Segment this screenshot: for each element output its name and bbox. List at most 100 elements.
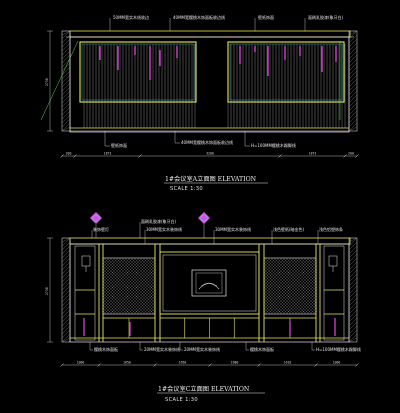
lattice-line (263, 280, 298, 315)
lattice-line (133, 292, 156, 315)
wall-hatch (61, 102, 71, 112)
wall-hatch (348, 110, 358, 120)
wall-hatch (348, 54, 358, 64)
dim-tick (355, 363, 359, 367)
lattice-line (282, 257, 317, 292)
wall-hatch (348, 329, 358, 339)
lattice-line (118, 277, 156, 315)
lattice-line (263, 257, 286, 280)
wall-hatch (348, 309, 358, 319)
dim-label: 1000 (333, 361, 341, 365)
lattice-line (106, 257, 156, 307)
wall-hatch (348, 46, 358, 56)
lattice-line (136, 295, 156, 315)
wall-hatch (348, 34, 358, 44)
wall-hatch (348, 277, 358, 287)
lattice-line (145, 304, 156, 315)
wall-hatch (61, 66, 71, 76)
wall-hatch (348, 333, 358, 343)
wall-hatch (61, 110, 71, 120)
wall-sconce-left (81, 255, 91, 272)
wall-hatch (348, 98, 358, 108)
wall-hatch (348, 285, 358, 295)
wall-hatch (61, 30, 71, 40)
callout-c-top-5: 浅色壁纸(暗金色) (273, 226, 305, 232)
lattice-line (102, 257, 128, 283)
wall-hatch (348, 106, 358, 116)
dim-tick (278, 154, 282, 158)
dim-label: 1873 (309, 152, 317, 156)
lattice-line (263, 259, 317, 313)
wall-hatch (61, 34, 71, 44)
wall-hatch (61, 74, 71, 84)
lattice-line (102, 280, 137, 315)
wall-hatch (348, 237, 358, 243)
wall-hatch (348, 253, 358, 263)
lattice-line (127, 257, 156, 286)
lattice-line (306, 257, 317, 268)
lattice-line (300, 298, 317, 315)
wall-hatch (61, 54, 71, 64)
callout-c-top-2: 面刷乳胶漆(象牙白) (141, 218, 177, 224)
lattice-line (282, 280, 317, 315)
lattice-line (263, 257, 268, 262)
wall-hatch (61, 277, 71, 287)
dim-tick (73, 154, 77, 158)
wall-hatch (348, 241, 358, 251)
lattice-line (121, 257, 156, 292)
lattice-line (115, 274, 156, 315)
wall-hatch (348, 293, 358, 303)
lattice-line (263, 257, 292, 286)
wall-hatch (348, 118, 358, 128)
wall-hatch (61, 293, 71, 303)
wall-hatch (61, 114, 71, 124)
lattice-line (263, 277, 301, 315)
wall-hatch (348, 265, 358, 275)
wall-hatch (61, 281, 71, 291)
lattice-line (288, 286, 317, 315)
wall-hatch (348, 281, 358, 291)
dim-tick (208, 363, 212, 367)
wall-hatch (348, 325, 358, 335)
wall-hatch (61, 46, 71, 56)
lattice-line (112, 257, 156, 301)
wall-hatch (348, 289, 358, 299)
wall-hatch (61, 106, 71, 116)
wall-hatch (61, 253, 71, 263)
lattice-line (300, 257, 317, 274)
callout-a-top-1: 50MM宽实木线收边 (113, 14, 149, 20)
callout-a-bottom-2: 40MM宽樱桃木饰面板收边线 (181, 139, 233, 145)
lattice-line (267, 257, 317, 307)
wall-hatch (61, 58, 71, 68)
dim-tick (153, 363, 157, 367)
lattice-line (121, 280, 156, 315)
dim-label: 1650 (179, 361, 187, 365)
lattice-line (102, 271, 146, 315)
dim-label: 1680 (231, 361, 239, 365)
lattice-line (263, 292, 286, 315)
lattice-line (102, 257, 119, 274)
wall-hatch (61, 122, 71, 132)
lattice-line (288, 257, 317, 286)
lattice-line (263, 286, 292, 315)
lattice-line (294, 257, 317, 280)
lattice-line (263, 274, 304, 315)
wall-hatch (61, 94, 71, 104)
lattice-line (102, 257, 143, 298)
wall-sconce-right (328, 255, 338, 272)
callout-c-top-6: 浅色铝塑饰条 (319, 226, 343, 232)
lattice-line (133, 257, 156, 280)
lattice-line (263, 295, 283, 315)
wall-hatch (61, 82, 71, 92)
wall-hatch (61, 245, 71, 255)
callout-a-bottom-1: 壁纸饰面 (111, 142, 127, 148)
wall-hatch (61, 38, 71, 48)
lattice-line (270, 268, 317, 315)
lattice-line (142, 257, 156, 271)
dim-tick (60, 154, 64, 158)
wall-hatch (348, 70, 358, 80)
title-c: 1#会议室C立面图 ELEVATION (158, 385, 250, 393)
section-marker-left (90, 212, 102, 238)
lattice-line (273, 271, 317, 315)
wall-hatch (61, 301, 71, 311)
